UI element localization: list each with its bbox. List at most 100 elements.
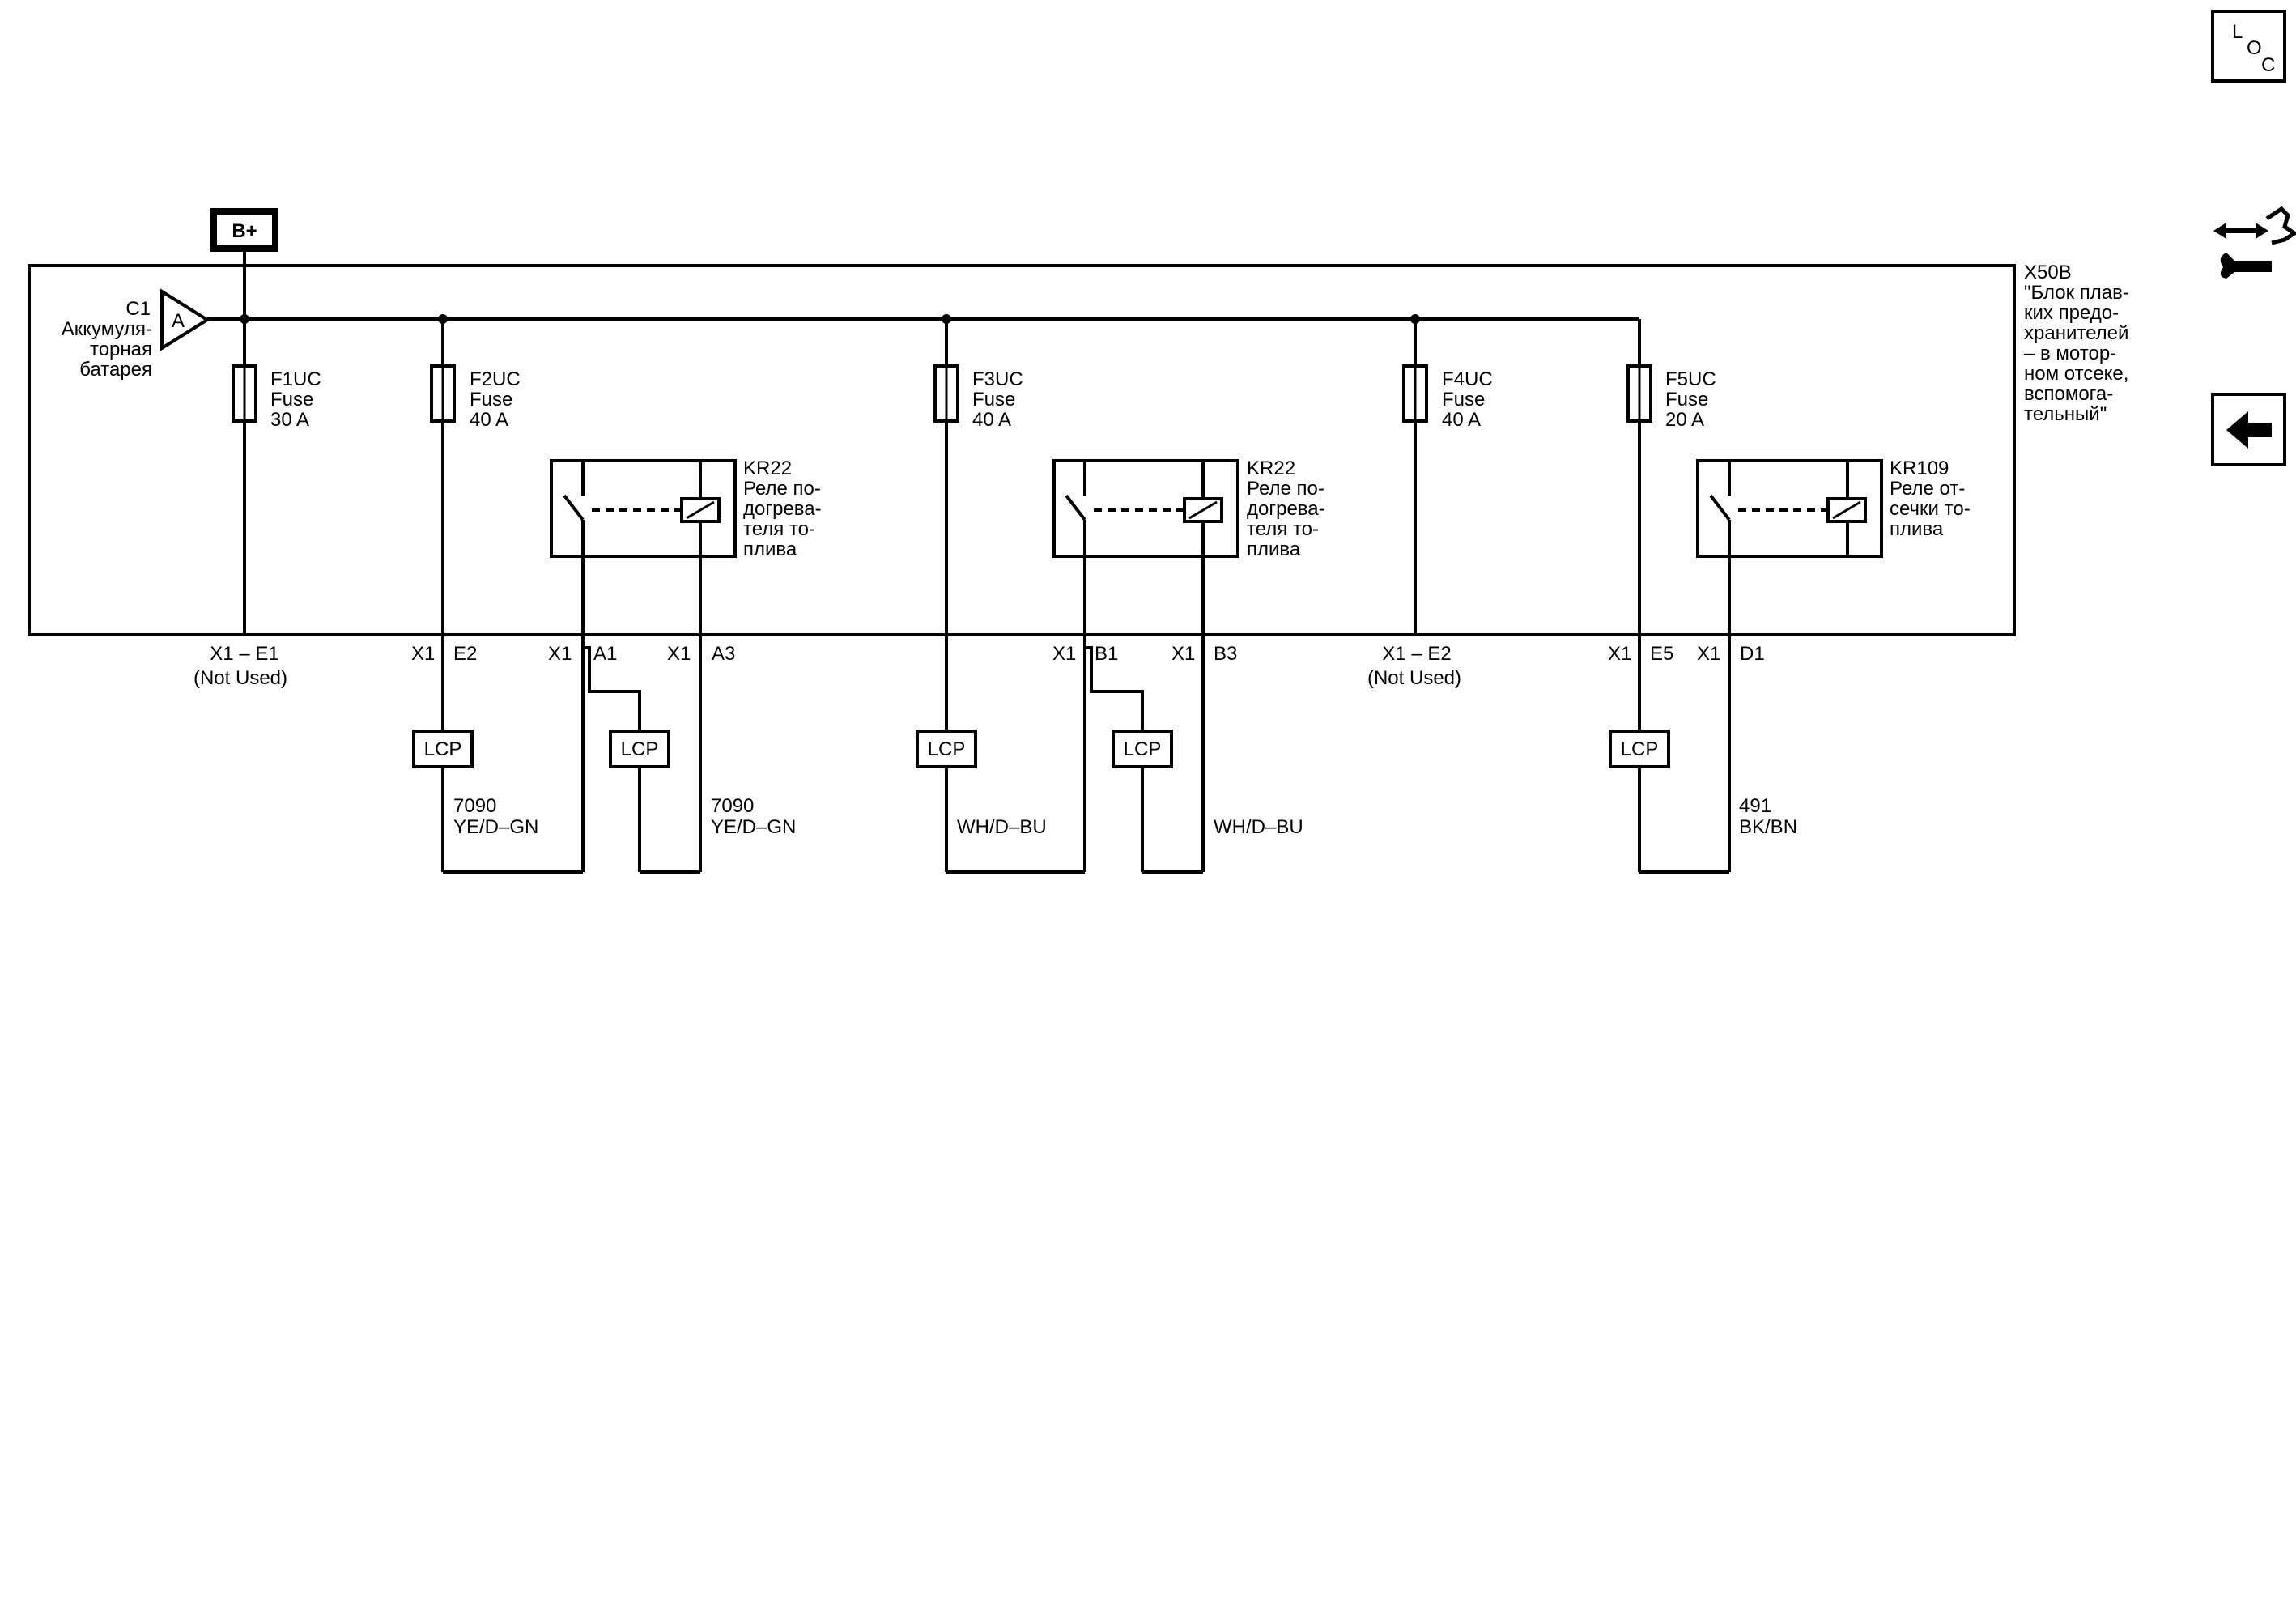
fuse-f1: F1UC Fuse 30 A bbox=[232, 319, 321, 635]
svg-text:KR22: KR22 bbox=[1247, 457, 1295, 479]
battery-supply-label: B+ bbox=[232, 220, 257, 242]
svg-text:– в мотор-: – в мотор- bbox=[2024, 342, 2116, 364]
svg-text:тельный": тельный" bbox=[2024, 403, 2107, 425]
svg-text:X1: X1 bbox=[1697, 643, 1720, 665]
back-button[interactable] bbox=[2211, 393, 2286, 466]
svg-text:плива: плива bbox=[1247, 538, 1301, 560]
svg-text:KR109: KR109 bbox=[1890, 457, 1949, 479]
svg-text:KR22: KR22 bbox=[743, 457, 792, 479]
connector-service-button[interactable] bbox=[2213, 206, 2296, 279]
fuse-block-outline bbox=[28, 264, 2016, 636]
svg-text:плива: плива bbox=[743, 538, 797, 560]
svg-text:Fuse: Fuse bbox=[1442, 389, 1485, 411]
connector-labels: X1 – E1 (Not Used) X1 E2 X1 A1 X1 A3 X1 … bbox=[193, 643, 1765, 689]
svg-text:WH/D–BU: WH/D–BU bbox=[1214, 816, 1303, 838]
svg-text:F2UC: F2UC bbox=[470, 368, 521, 390]
svg-text:LCP: LCP bbox=[1621, 738, 1659, 760]
fuse-f2: F2UC Fuse 40 A bbox=[430, 319, 521, 635]
connector-service-icon bbox=[2213, 206, 2296, 279]
lcp-splice-2: LCP bbox=[609, 730, 670, 768]
fuse-f4: F4UC Fuse 40 A bbox=[1402, 319, 1493, 635]
svg-text:догрева-: догрева- bbox=[743, 498, 822, 520]
svg-text:батарея: батарея bbox=[79, 359, 152, 381]
lcp-splice-1: LCP bbox=[412, 730, 474, 768]
battery-supply-box: B+ bbox=[210, 208, 278, 252]
svg-text:X50B: X50B bbox=[2024, 262, 2072, 283]
svg-text:ном отсеке,: ном отсеке, bbox=[2024, 363, 2128, 385]
svg-text:Реле по-: Реле по- bbox=[743, 478, 821, 500]
svg-text:X1: X1 bbox=[1171, 643, 1195, 665]
back-arrow-icon bbox=[2226, 411, 2272, 449]
svg-text:YE/D–GN: YE/D–GN bbox=[453, 816, 538, 838]
svg-text:X1: X1 bbox=[411, 643, 435, 665]
svg-text:X1: X1 bbox=[1052, 643, 1076, 665]
svg-text:X1: X1 bbox=[667, 643, 691, 665]
wire-labels: 7090 YE/D–GN 7090 YE/D–GN WH/D–BU WH/D–B… bbox=[453, 795, 1797, 838]
svg-text:F3UC: F3UC bbox=[972, 368, 1023, 390]
fuse-f5: F5UC Fuse 20 A bbox=[1626, 364, 1716, 635]
svg-text:сечки то-: сечки то- bbox=[1890, 498, 1971, 520]
svg-text:X1: X1 bbox=[1608, 643, 1631, 665]
svg-text:Fuse: Fuse bbox=[1665, 389, 1708, 411]
svg-text:LCP: LCP bbox=[928, 738, 966, 760]
svg-text:20 A: 20 A bbox=[1665, 409, 1704, 431]
svg-text:Аккумуля-: Аккумуля- bbox=[62, 318, 152, 340]
battery-label: C1 Аккумуля- торная батарея bbox=[62, 298, 152, 381]
svg-text:догрева-: догрева- bbox=[1247, 498, 1325, 520]
location-view-icon: L O C bbox=[2232, 21, 2275, 76]
svg-text:Fuse: Fuse bbox=[972, 389, 1015, 411]
svg-text:хранителей: хранителей bbox=[2024, 322, 2128, 344]
svg-text:D1: D1 bbox=[1740, 643, 1765, 665]
svg-text:теля то-: теля то- bbox=[743, 518, 815, 540]
svg-text:40 A: 40 A bbox=[1442, 409, 1481, 431]
svg-text:X1 – E2: X1 – E2 bbox=[1382, 643, 1451, 665]
svg-text:C: C bbox=[2261, 54, 2275, 76]
svg-text:B1: B1 bbox=[1095, 643, 1118, 665]
svg-text:A1: A1 bbox=[593, 643, 617, 665]
svg-text:Fuse: Fuse bbox=[270, 389, 313, 411]
fuse-f3: F3UC Fuse 40 A bbox=[933, 319, 1023, 635]
svg-text:A3: A3 bbox=[712, 643, 735, 665]
svg-text:F5UC: F5UC bbox=[1665, 368, 1716, 390]
svg-text:"Блок плав-: "Блок плав- bbox=[2024, 282, 2129, 304]
svg-text:30 A: 30 A bbox=[270, 409, 309, 431]
svg-text:C1: C1 bbox=[125, 298, 151, 320]
svg-text:L: L bbox=[2232, 21, 2243, 43]
location-view-button[interactable]: L O C bbox=[2211, 10, 2286, 83]
svg-text:7090: 7090 bbox=[711, 795, 754, 817]
svg-text:X1: X1 bbox=[548, 643, 572, 665]
svg-text:(Not Used): (Not Used) bbox=[1367, 667, 1461, 689]
svg-text:BK/BN: BK/BN bbox=[1739, 816, 1797, 838]
svg-text:E2: E2 bbox=[453, 643, 477, 665]
lcp-splice-4: LCP bbox=[1112, 730, 1173, 768]
relay-kr22-a: KR22 Реле по- догрева- теля то- плива bbox=[550, 457, 822, 635]
relay-kr22-b: KR22 Реле по- догрева- теля то- плива bbox=[1052, 457, 1325, 635]
svg-text:(Not Used): (Not Used) bbox=[193, 667, 287, 689]
svg-text:E5: E5 bbox=[1650, 643, 1673, 665]
battery-symbol: A bbox=[160, 288, 210, 351]
svg-text:7090: 7090 bbox=[453, 795, 496, 817]
svg-text:YE/D–GN: YE/D–GN bbox=[711, 816, 796, 838]
module-label: X50B "Блок плав- ких предо- хранителей –… bbox=[2024, 262, 2129, 425]
svg-text:LCP: LCP bbox=[424, 738, 462, 760]
svg-text:торная: торная bbox=[90, 338, 152, 360]
svg-text:Fuse: Fuse bbox=[470, 389, 512, 411]
svg-text:LCP: LCP bbox=[621, 738, 659, 760]
svg-text:B3: B3 bbox=[1214, 643, 1237, 665]
svg-text:теля то-: теля то- bbox=[1247, 518, 1319, 540]
svg-text:вспомога-: вспомога- bbox=[2024, 383, 2113, 405]
svg-text:F1UC: F1UC bbox=[270, 368, 321, 390]
svg-text:40 A: 40 A bbox=[470, 409, 508, 431]
svg-text:40 A: 40 A bbox=[972, 409, 1011, 431]
battery-pin-label: A bbox=[172, 310, 185, 332]
svg-text:X1 – E1: X1 – E1 bbox=[210, 643, 278, 665]
svg-text:Реле по-: Реле по- bbox=[1247, 478, 1324, 500]
svg-text:O: O bbox=[2247, 37, 2262, 59]
svg-text:LCP: LCP bbox=[1124, 738, 1162, 760]
svg-text:491: 491 bbox=[1739, 795, 1771, 817]
svg-text:Реле от-: Реле от- bbox=[1890, 478, 1965, 500]
svg-text:F4UC: F4UC bbox=[1442, 368, 1493, 390]
lcp-splice-5: LCP bbox=[1609, 730, 1670, 768]
